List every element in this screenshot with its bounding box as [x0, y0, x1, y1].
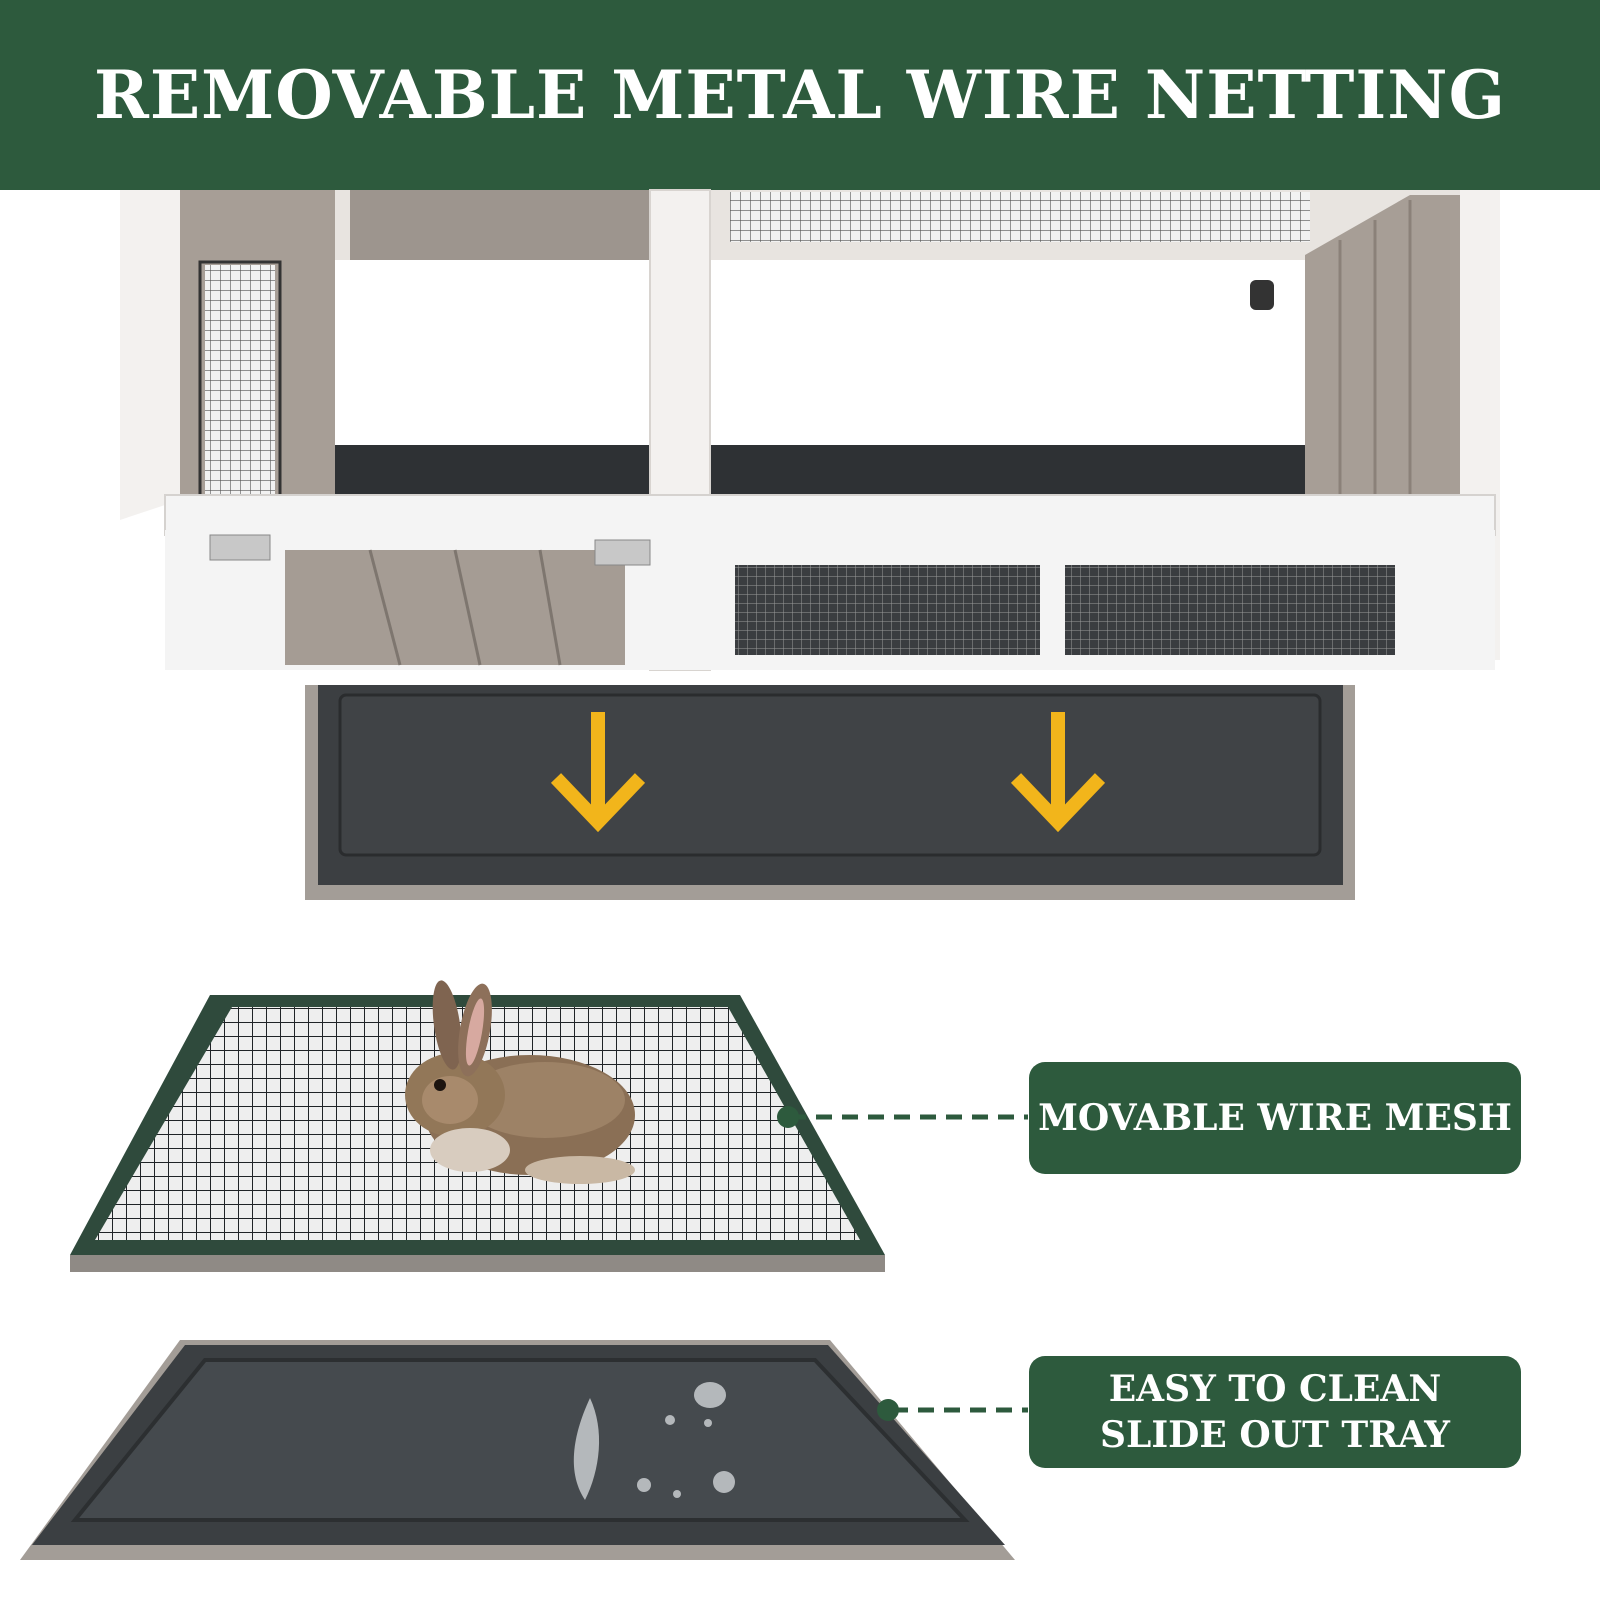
hinge — [594, 539, 651, 566]
latch — [1250, 280, 1274, 310]
rabbit-hutch — [120, 189, 1500, 900]
water-droplets — [573, 1382, 735, 1500]
front-door — [285, 550, 625, 665]
callout-label-line1: EASY TO CLEAN — [1108, 1368, 1442, 1410]
right-wall — [1305, 195, 1460, 540]
down-arrow-icon — [550, 712, 646, 833]
tray-basin — [70, 1358, 970, 1522]
wire-mesh-panel — [70, 980, 1028, 1272]
front-mesh-panel — [735, 565, 1040, 655]
rabbit — [405, 980, 635, 1184]
callout-label-line2: SLIDE OUT TRAY — [1100, 1414, 1450, 1456]
side-window-mesh — [205, 265, 275, 495]
front-mesh-panel — [1065, 565, 1395, 655]
callout-movable-wire-mesh: MOVABLE WIRE MESH — [1029, 1062, 1521, 1174]
top-mesh-panel — [730, 192, 1310, 242]
callout-dot-icon — [877, 1399, 899, 1421]
callout-dot-icon — [777, 1106, 799, 1128]
hinge — [209, 534, 271, 561]
callout-label: MOVABLE WIRE MESH — [1038, 1097, 1512, 1139]
down-arrow-icon — [1010, 712, 1106, 833]
slide-out-tray-panel — [20, 1340, 1028, 1560]
callout-slide-out-tray: EASY TO CLEAN SLIDE OUT TRAY — [1029, 1356, 1521, 1468]
page-title: REMOVABLE METAL WIRE NETTING — [94, 56, 1506, 134]
front-frame-top — [164, 494, 1496, 536]
header-banner: REMOVABLE METAL WIRE NETTING — [0, 0, 1600, 190]
